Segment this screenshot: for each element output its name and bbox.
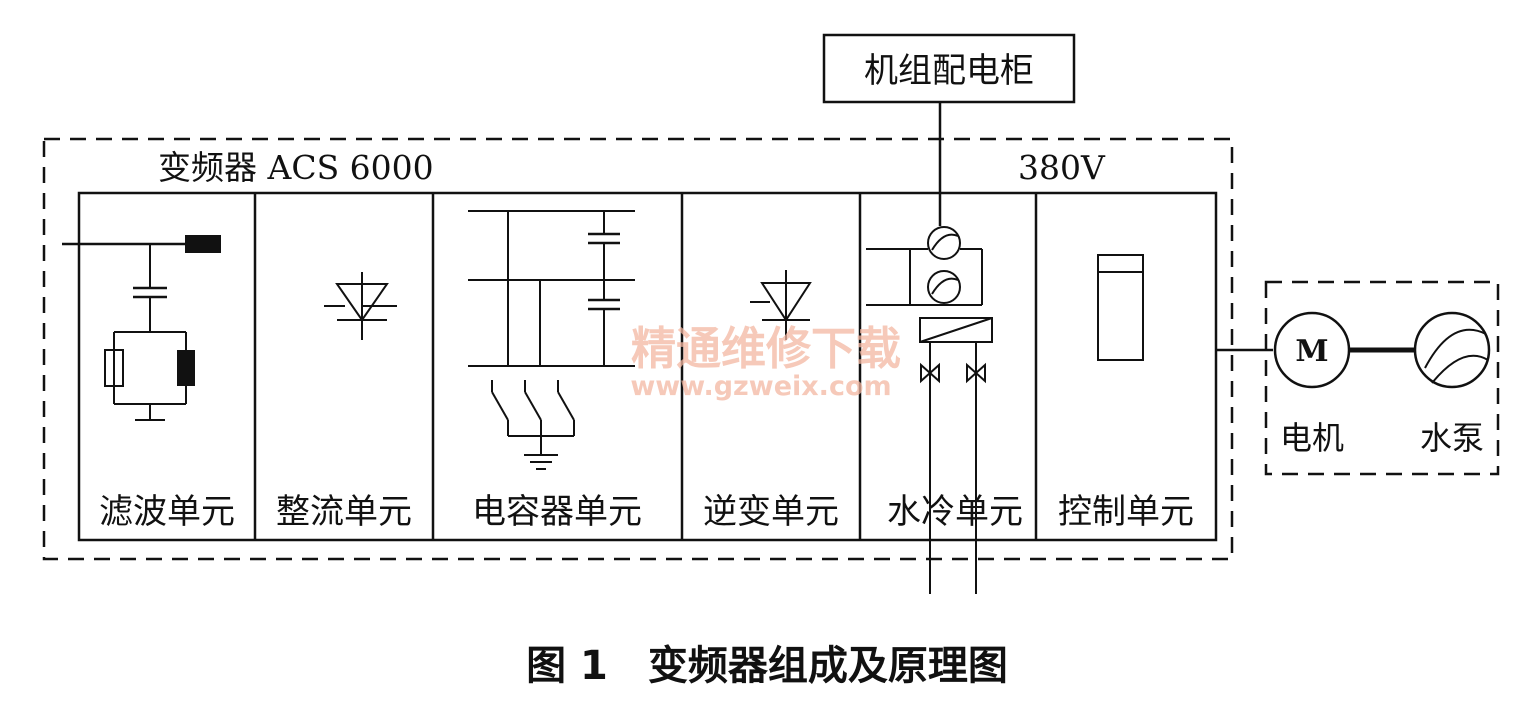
motor-pump-boundary <box>1264 280 1500 476</box>
pump-symbol <box>927 270 961 304</box>
inverter-unit-label: 逆变单元 <box>703 492 839 532</box>
control-unit-label: 控制单元 <box>1058 492 1194 532</box>
motor-symbol-letter: M <box>1295 334 1328 369</box>
rectifier-thyristor-symbol <box>324 272 397 340</box>
capacitor-unit-label: 电容器单元 <box>472 492 642 532</box>
watermark-text: 精通维修下载 <box>631 322 901 375</box>
unit-frame <box>77 191 1218 542</box>
pump-symbol <box>927 226 961 260</box>
inverter-thyristor-symbol <box>750 270 812 340</box>
inverter-model-label: 变频器 ACS 6000 <box>158 148 434 187</box>
water-cooling-unit-label: 水冷单元 <box>887 492 1023 532</box>
control-module-symbol <box>1097 254 1144 361</box>
distribution-cabinet-label: 机组配电柜 <box>864 51 1034 91</box>
motor-label: 电机 <box>1280 419 1344 457</box>
heat-exchanger-symbol <box>919 317 993 343</box>
valve-symbol <box>966 362 986 384</box>
watermark-url: www.gzweix.com <box>630 371 891 402</box>
capacitor-bank-symbol <box>468 210 635 470</box>
resistor-symbol <box>104 349 124 387</box>
supply-voltage-label: 380V <box>1018 148 1106 187</box>
water-pump-symbol <box>1413 311 1491 389</box>
water-cooling-symbol <box>866 102 993 594</box>
filter-unit-label: 滤波单元 <box>99 492 235 532</box>
distribution-cabinet-box <box>822 33 1076 104</box>
inverter-boundary <box>42 137 1234 561</box>
inductor-symbol <box>177 350 195 386</box>
filter-circuit-symbol <box>62 235 221 421</box>
pump-label: 水泵 <box>1420 419 1484 457</box>
rectifier-unit-label: 整流单元 <box>276 492 412 532</box>
inductor-symbol <box>185 235 221 253</box>
figure-caption: 图 1 变频器组成及原理图 <box>526 643 1008 689</box>
valve-symbol <box>920 362 940 384</box>
